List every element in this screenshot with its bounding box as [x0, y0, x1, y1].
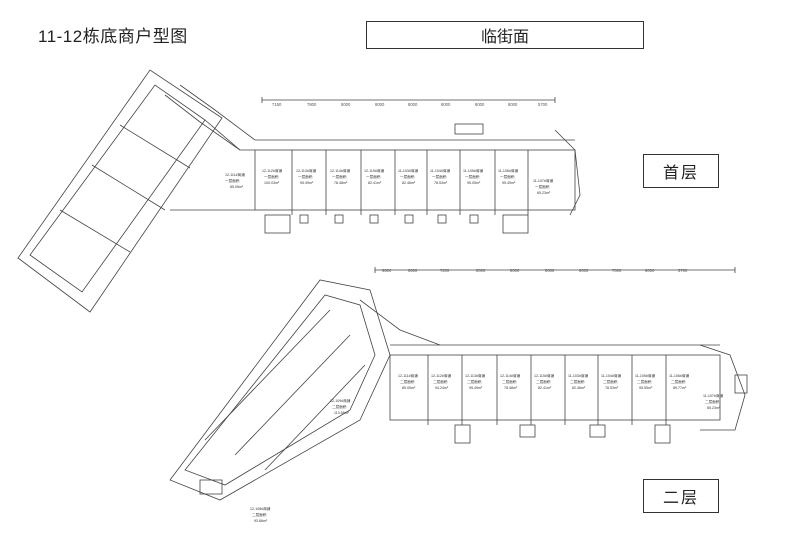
f1-unit-area: 78.53m² [434, 181, 448, 185]
f2-dim-10: 5700 [678, 268, 688, 273]
f1-dim-2: 7800 [307, 102, 317, 107]
f1-unit-area: 65.23m² [537, 191, 551, 195]
f2-unit-name: 12-114#商铺 [500, 373, 521, 378]
f2-dim-2: 6600 [408, 268, 418, 273]
f1-unit-area: 78.48m² [334, 181, 348, 185]
f1-dim-4: 8000 [375, 102, 385, 107]
f1-unit-name: 12-115#商铺 [364, 168, 385, 173]
f1-unit-name: 12-111#商铺 [225, 172, 245, 177]
f2-unit-area: 89.77m² [673, 386, 687, 390]
f1-unit-name: 11-107#商铺 [533, 178, 554, 183]
f2-unit-area-label: 二层面积: [502, 379, 517, 384]
f1-dim-8: 8000 [508, 102, 518, 107]
floor2-units: 12-111#商铺 二层面积: 85.05m² 12-112#商铺 二层面积: … [250, 373, 724, 523]
f1-unit-area: 82.46m² [402, 181, 416, 185]
f1-unit-area: 82.41m² [368, 181, 382, 185]
f1-unit-area: 95.05m² [467, 181, 481, 185]
f2-dim-9: 6000 [645, 268, 655, 273]
f1-dim-6: 8000 [441, 102, 451, 107]
f1-unit-area-label: 一层面积: [225, 178, 240, 183]
floor1-plan [17, 69, 581, 313]
f2-unit-area-label: 二层面积: [637, 379, 652, 384]
f2-unit-name: 11-105#商铺 [635, 373, 656, 378]
f1-dim-7: 8000 [475, 102, 485, 107]
f2-unit-area: 95.49m² [469, 386, 483, 390]
floor2-dimensions: 6600 6600 7200 8000 8000 8000 8000 7000 … [382, 268, 688, 273]
f1-unit-area-label: 一层面积: [465, 174, 480, 179]
f1-dim-3: 8000 [341, 102, 351, 107]
f1-unit-area-label: 一层面积: [500, 174, 515, 179]
f2-unit-area-label: 二层面积: [332, 404, 347, 409]
f2-dim-6: 8000 [545, 268, 555, 273]
f2-dim-7: 8000 [579, 268, 589, 273]
f2-unit-area: 82.46m² [572, 386, 586, 390]
f2-unit-area: 78.53m² [605, 386, 619, 390]
f2-dim-3: 7200 [440, 268, 450, 273]
floor1-units: 12-111#商铺 一层面积: 85.05m² 12-112#商铺 一层面积: … [225, 168, 554, 195]
f2-dim-8: 7000 [612, 268, 622, 273]
f2-unit-area-label: 二层面积: [536, 379, 551, 384]
floor1-label: 首层 [643, 154, 719, 188]
f1-unit-name: 11-104#商铺 [430, 168, 451, 173]
f2-unit-name: 12-112#商铺 [431, 373, 452, 378]
f2-unit-area: 65.23m² [707, 406, 721, 410]
street-facing-label: 临街面 [366, 21, 644, 49]
f1-unit-name: 12-113#商铺 [296, 168, 317, 173]
f2-unit-name: 11-107#商铺 [703, 393, 724, 398]
floor1-dimensions: 7150 7800 8000 8000 8000 8000 8000 8000 … [272, 102, 548, 107]
f2-unit-name: 12-109#商铺 [330, 398, 351, 403]
f1-unit-area-label: 一层面积: [298, 174, 313, 179]
f2-unit-name: 12-108#商铺 [250, 506, 271, 511]
f2-unit-name: 12-113#商铺 [465, 373, 486, 378]
f2-unit-name: 11-104#商铺 [601, 373, 622, 378]
f2-unit-area: 85.05m² [402, 386, 416, 390]
f2-unit-name: 11-103#商铺 [568, 373, 589, 378]
f2-unit-area-label: 二层面积: [603, 379, 618, 384]
f2-unit-name: 11-106#商铺 [669, 373, 690, 378]
f1-unit-area: 85.05m² [230, 185, 244, 189]
f2-unit-area-label: 二层面积: [467, 379, 482, 384]
f2-unit-area: 82.41m² [538, 386, 552, 390]
f1-unit-area-label: 一层面积: [366, 174, 381, 179]
f1-unit-name: 11-106#商铺 [498, 168, 519, 173]
f1-dim-1: 7150 [272, 102, 282, 107]
f1-unit-area-label: 一层面积: [264, 174, 279, 179]
f1-unit-area: 95.49m² [502, 181, 516, 185]
f1-unit-area-label: 一层面积: [400, 174, 415, 179]
f2-unit-area: 78.48m² [504, 386, 518, 390]
f2-unit-area-label: 二层面积: [400, 379, 415, 384]
f2-unit-area: 113.55m² [334, 411, 350, 415]
f2-unit-area: 94.24m² [435, 386, 449, 390]
f1-unit-area-label: 一层面积: [332, 174, 347, 179]
f1-unit-name: 12-112#商铺 [262, 168, 283, 173]
f2-unit-area-label: 二层面积: [252, 512, 267, 517]
f2-unit-name: 12-115#商铺 [534, 373, 555, 378]
f2-unit-area-label: 二层面积: [671, 379, 686, 384]
f2-unit-area-label: 二层面积: [433, 379, 448, 384]
f1-dim-9: 5700 [538, 102, 548, 107]
f2-unit-area-label: 二层面积: [705, 399, 720, 404]
f1-dim-5: 8000 [408, 102, 418, 107]
f2-dim-1: 6600 [382, 268, 392, 273]
f2-dim-4: 8000 [476, 268, 486, 273]
f1-unit-name: 12-114#商铺 [330, 168, 351, 173]
f2-dim-5: 8000 [510, 268, 520, 273]
floor2-label: 二层 [643, 479, 719, 513]
f1-unit-name: 11-103#商铺 [398, 168, 419, 173]
f1-unit-area-label: 一层面积: [535, 184, 550, 189]
f2-unit-area: 95.55m² [639, 386, 653, 390]
f1-unit-area-label: 一层面积: [432, 174, 447, 179]
floor2-plan [169, 267, 748, 501]
f2-unit-area-label: 二层面积: [570, 379, 585, 384]
f2-unit-name: 12-111#商铺 [398, 373, 418, 378]
f1-unit-area: 95.49m² [300, 181, 314, 185]
page-title: 11-12栋底商户型图 [38, 27, 188, 46]
f1-unit-area: 100.03m² [264, 181, 280, 185]
f1-unit-name: 11-105#商铺 [463, 168, 484, 173]
f2-unit-area: 93.66m² [254, 519, 268, 523]
